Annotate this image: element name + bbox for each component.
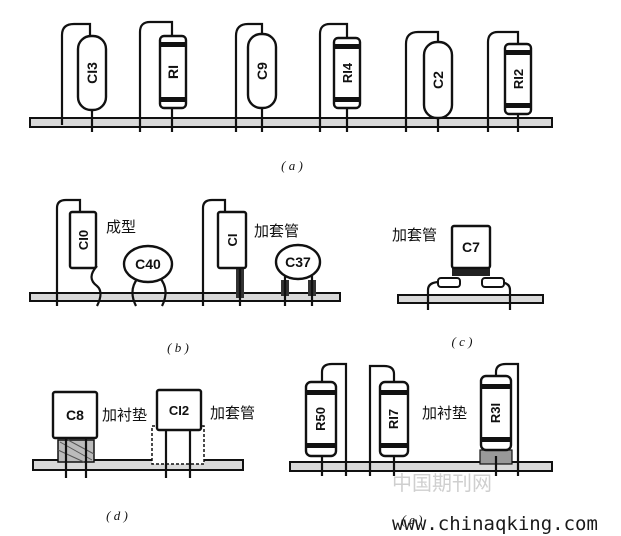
lead-r3i xyxy=(494,362,520,476)
pcb-board-e xyxy=(289,461,553,472)
label-c9: C9 xyxy=(254,62,270,80)
note-sleeve-b: 加套管 xyxy=(254,222,299,240)
lead-c2 xyxy=(404,30,440,132)
lead-ri7 xyxy=(368,364,396,476)
caption-e: ( e ) xyxy=(402,512,423,527)
label-ri2: RI2 xyxy=(511,69,526,89)
caption-b: ( b ) xyxy=(167,340,189,355)
capacitor-ci xyxy=(216,210,248,270)
resistor-r3i xyxy=(479,374,513,452)
lead-ci xyxy=(201,198,227,306)
pcb-board-b xyxy=(29,292,341,302)
pcb-board-d xyxy=(32,459,244,471)
label-c2: C2 xyxy=(430,71,446,89)
sleeve-c-right xyxy=(481,277,505,288)
capacitor-c8 xyxy=(51,390,99,440)
caption-a: ( a ) xyxy=(281,158,303,173)
capacitor-c9 xyxy=(246,32,278,110)
label-ci3: CI3 xyxy=(84,62,100,84)
watermark-url: www.chinaqking.com xyxy=(392,513,598,535)
note-sleeve-d: 加套管 xyxy=(210,404,255,422)
panel-a: CI3 RI C9 RI4 C2 RI2 ( a ) xyxy=(29,20,553,173)
note-pad-d: 加衬垫 xyxy=(102,406,147,424)
resistor-ri xyxy=(158,34,188,110)
lead-ri4 xyxy=(318,22,349,132)
note-pad-e: 加衬垫 xyxy=(422,404,467,422)
caption-c: ( c ) xyxy=(452,334,473,349)
label-ri4: RI4 xyxy=(340,62,355,83)
resistor-r50 xyxy=(304,380,338,458)
label-r50: R50 xyxy=(313,407,328,431)
capacitor-ci2 xyxy=(155,388,203,432)
note-forming: 成型 xyxy=(106,218,136,236)
lead-c9 xyxy=(234,22,264,132)
capacitor-ci0 xyxy=(68,210,98,270)
panel-c: C7 加套管 ( c ) xyxy=(392,224,544,349)
capacitor-c40 xyxy=(122,244,174,284)
panel-b: CI0 成型 C40 CI 加套管 C37 ( b ) xyxy=(29,198,341,355)
note-sleeve-c: 加套管 xyxy=(392,226,437,244)
lead-ri2 xyxy=(486,30,520,132)
resistor-ri4 xyxy=(332,36,362,110)
panel-e: R50 RI7 R3I 加衬垫 ( e ) xyxy=(289,362,553,527)
label-r3i: R3I xyxy=(488,403,503,423)
resistor-ri2 xyxy=(503,42,533,116)
label-ci2: CI2 xyxy=(169,403,189,418)
label-ci: CI xyxy=(225,234,240,247)
capacitor-c7 xyxy=(450,224,492,270)
label-c37: C37 xyxy=(285,254,311,270)
lead-r50 xyxy=(320,362,348,476)
label-ci0: CI0 xyxy=(76,230,91,250)
capacitor-ci3 xyxy=(76,34,108,112)
capacitor-c2 xyxy=(422,40,454,120)
label-ri: RI xyxy=(165,65,181,79)
label-c8: C8 xyxy=(66,407,84,423)
caption-d: ( d ) xyxy=(106,508,128,523)
pcb-board-a xyxy=(29,117,553,128)
lead-ci0 xyxy=(55,198,82,306)
watermark-cn: 中国期刊网 xyxy=(392,471,492,495)
pcb-board-c xyxy=(397,294,544,304)
resistor-ri7 xyxy=(378,380,410,458)
label-c7: C7 xyxy=(462,239,480,255)
sleeve-ci2 xyxy=(151,425,205,465)
label-c40: C40 xyxy=(135,256,161,272)
lead-ci3 xyxy=(60,22,92,125)
capacitor-c37 xyxy=(274,243,322,281)
panel-d: C8 加衬垫 CI2 加套管 ( d ) xyxy=(32,388,255,523)
sleeve-c-left xyxy=(437,277,461,288)
label-ri7: RI7 xyxy=(386,409,401,429)
lead-ri xyxy=(138,20,174,132)
